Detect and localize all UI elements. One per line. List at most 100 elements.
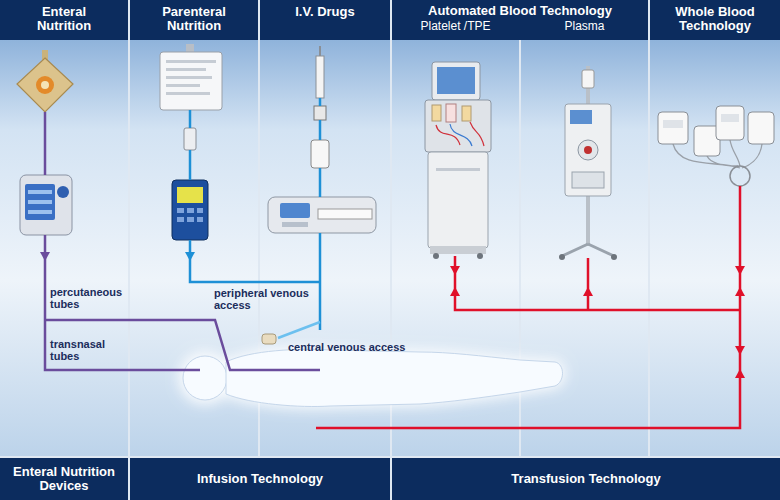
arrowhead-part — [735, 287, 745, 296]
parenteral-pump-part — [177, 217, 184, 222]
infusion-lines — [190, 98, 320, 338]
arrowhead — [450, 266, 745, 378]
enteral-pump-part — [25, 184, 55, 220]
access-label: central venous access — [288, 341, 428, 353]
category-title: Enteral Nutrition Devices — [5, 465, 123, 493]
category-bar: Enteral Nutrition Devices — [0, 458, 128, 500]
infusion-lines-part — [190, 240, 320, 282]
column-heading: I.V. Drugs — [264, 0, 386, 19]
category-bar: Infusion Technology — [130, 458, 390, 500]
infusion-lines-part — [319, 168, 322, 197]
annotation: peripheral venous access — [214, 287, 314, 311]
access-label: percutaneous tubes — [50, 286, 132, 310]
column-heading: Parenteral Nutrition — [134, 0, 254, 33]
catheter — [262, 334, 276, 344]
patient-figure-part-part — [179, 352, 231, 404]
platelet-apheresis-machine-part — [432, 105, 441, 121]
parenteral-pump-part — [187, 217, 194, 222]
plasma-apheresis-machine-part — [572, 172, 604, 188]
column-heading: Platelet /TPE — [396, 0, 516, 33]
enteral-bag-part — [17, 58, 73, 112]
plasma-apheresis-machine-part — [582, 70, 594, 88]
enteral-bag — [17, 50, 73, 112]
whole-blood-bags-part — [748, 112, 774, 144]
category-bar: Transfusion Technology — [392, 458, 780, 500]
column-band: Whole Blood Technology — [650, 0, 780, 456]
column-heading: Automated Blood Technology — [396, 0, 644, 18]
whole-blood-bags-part — [663, 120, 683, 128]
arrowhead-part — [735, 266, 745, 275]
parenteral-pump-part — [197, 208, 203, 213]
parenteral-bag-part — [166, 84, 200, 87]
transfusion-lines-part — [587, 258, 590, 310]
annotation: transnasal tubes — [50, 338, 132, 362]
arrowhead — [185, 252, 195, 261]
arrowhead-part — [735, 346, 745, 355]
platelet-apheresis-machine-part — [432, 62, 480, 100]
whole-blood-bags-part — [721, 114, 739, 122]
enteral-pump — [20, 175, 72, 235]
parenteral-bag — [160, 44, 222, 150]
parenteral-pump-part — [187, 208, 194, 213]
parenteral-bag-part — [184, 128, 196, 150]
transfusion-lines-part — [455, 256, 740, 310]
infusion-lines-part — [319, 98, 322, 106]
iv-syringe-set-part — [311, 140, 329, 168]
plasma-apheresis-machine-part — [611, 254, 617, 260]
access-label: peripheral venous access — [214, 287, 314, 311]
platelet-apheresis-machine-part — [450, 124, 472, 146]
plasma-apheresis-machine-part — [559, 254, 565, 260]
parenteral-pump-part — [177, 208, 184, 213]
enteral-pump-part — [28, 210, 52, 214]
patient-figure-part — [179, 347, 565, 408]
parenteral-bag-part — [166, 92, 210, 95]
parenteral-bag-part — [160, 52, 222, 110]
platelet-apheresis-machine-part — [477, 253, 483, 259]
enteral-bag-part — [36, 76, 54, 94]
annotation: central venous access — [288, 341, 428, 353]
platelet-apheresis-machine-part — [436, 122, 484, 146]
patient-figure — [179, 347, 565, 408]
syringe-pump-part — [318, 209, 372, 219]
infusion-lines-part — [319, 120, 322, 140]
infusion-lines-part — [278, 322, 320, 338]
parenteral-bag-part — [166, 60, 216, 63]
platelet-apheresis-machine-part — [428, 152, 488, 248]
access-label: transnasal tubes — [50, 338, 132, 362]
parenteral-pump-part — [177, 187, 203, 203]
whole-blood-bags-part — [730, 166, 750, 186]
patient-figure-part — [183, 356, 227, 400]
iv-syringe-set-part — [314, 106, 326, 120]
platelet-apheresis-machine-part — [436, 168, 480, 171]
platelet-apheresis-machine-part — [446, 104, 456, 122]
syringe-pump — [268, 197, 376, 233]
enteral-pump-part — [28, 200, 52, 204]
enteral-tube-lines-part — [45, 235, 200, 370]
annotation: percutaneous tubes — [50, 286, 132, 310]
plasma-apheresis-machine-part — [562, 244, 614, 256]
parenteral-bag-part — [166, 76, 212, 79]
platelet-apheresis-machine-part — [425, 100, 491, 152]
plasma-apheresis-machine-part — [565, 104, 611, 196]
column-heading: Whole Blood Technology — [654, 0, 776, 33]
enteral-pump-part — [20, 175, 72, 235]
whole-blood-bags-part — [658, 112, 688, 144]
column-heading: Enteral Nutrition — [16, 0, 112, 33]
arrowhead-part — [583, 287, 593, 296]
category-title: Infusion Technology — [197, 472, 323, 486]
parenteral-pump-part — [197, 217, 203, 222]
parenteral-bag-part — [166, 68, 206, 71]
plasma-apheresis-machine-part — [578, 140, 598, 160]
patient-figure-part — [226, 349, 563, 406]
enteral-tube-lines-part — [45, 320, 320, 370]
arrowhead-part — [450, 266, 460, 275]
category-title: Transfusion Technology — [511, 472, 660, 486]
enteral-tube-lines-part — [44, 112, 47, 175]
platelet-apheresis-machine-part — [462, 106, 471, 121]
plasma-apheresis-machine-part — [570, 110, 592, 124]
enteral-pump-part — [28, 190, 52, 194]
whole-blood-bags-part — [716, 106, 744, 140]
